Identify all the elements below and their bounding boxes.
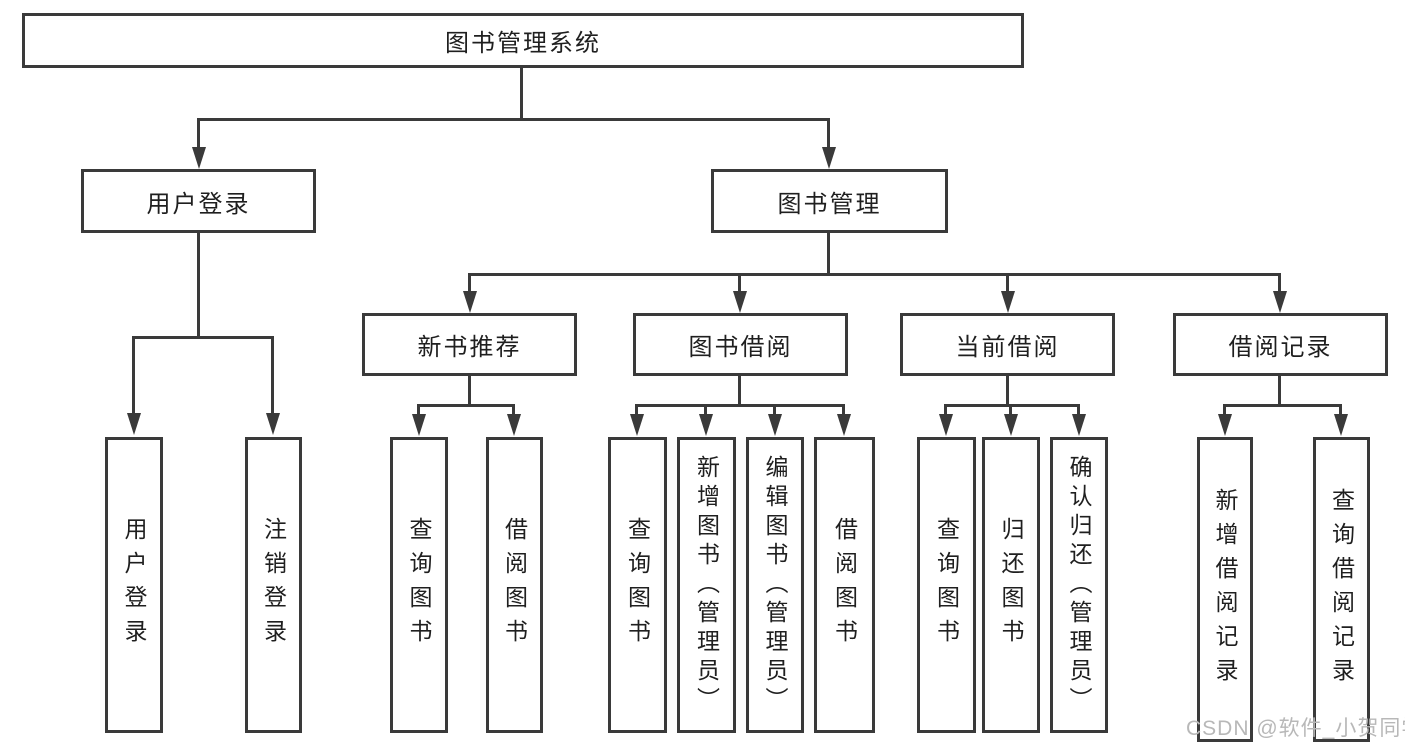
connector-line — [1223, 404, 1226, 417]
leaf-record-query: 查询借阅记录 — [1313, 437, 1370, 742]
leaf-recommend-borrow-book: 借阅图书 — [486, 437, 543, 733]
connector-line — [827, 118, 830, 150]
connector-line — [1278, 273, 1281, 294]
leaf-current-return-book: 归还图书 — [982, 437, 1040, 733]
arrow-down-icon — [192, 147, 206, 169]
connector-line — [132, 336, 274, 339]
connector-line — [1077, 404, 1080, 417]
connector-line — [512, 404, 515, 417]
node-book-borrow: 图书借阅 — [633, 313, 848, 376]
node-new-book-recommend: 新书推荐 — [362, 313, 577, 376]
arrow-down-icon — [1334, 414, 1348, 436]
arrow-down-icon — [266, 413, 280, 435]
connector-line — [132, 336, 135, 415]
node-book-management: 图书管理 — [711, 169, 948, 233]
connector-line — [635, 404, 845, 407]
node-root: 图书管理系统 — [22, 13, 1024, 68]
arrow-down-icon — [768, 414, 782, 436]
connector-line — [773, 404, 776, 417]
connector-line — [827, 233, 830, 273]
arrow-down-icon — [1273, 291, 1287, 313]
leaf-borrow-borrow-book: 借阅图书 — [814, 437, 875, 733]
leaf-user-login: 用户登录 — [105, 437, 163, 733]
arrow-down-icon — [699, 414, 713, 436]
leaf-borrow-add-book: 新增图书（管理员） — [677, 437, 736, 733]
arrow-down-icon — [837, 414, 851, 436]
node-user-login: 用户登录 — [81, 169, 316, 233]
connector-line — [1009, 404, 1012, 417]
arrow-down-icon — [463, 291, 477, 313]
connector-line — [738, 375, 741, 404]
connector-line — [1006, 273, 1009, 294]
leaf-current-confirm-return: 确认归还（管理员） — [1050, 437, 1108, 733]
node-borrow-record: 借阅记录 — [1173, 313, 1388, 376]
connector-line — [468, 273, 1281, 276]
leaf-logout: 注销登录 — [245, 437, 302, 733]
arrow-down-icon — [1004, 414, 1018, 436]
arrow-down-icon — [1001, 291, 1015, 313]
connector-line — [944, 404, 1080, 407]
leaf-current-query-book: 查询图书 — [917, 437, 976, 733]
connector-line — [1339, 404, 1342, 417]
arrow-down-icon — [822, 147, 836, 169]
connector-line — [842, 404, 845, 417]
connector-line — [1223, 404, 1342, 407]
arrow-down-icon — [412, 414, 426, 436]
arrow-down-icon — [1218, 414, 1232, 436]
leaf-borrow-edit-book: 编辑图书（管理员） — [746, 437, 804, 733]
arrow-down-icon — [733, 291, 747, 313]
leaf-record-add: 新增借阅记录 — [1197, 437, 1253, 742]
connector-line — [1006, 375, 1009, 404]
connector-line — [417, 404, 420, 417]
arrow-down-icon — [630, 414, 644, 436]
connector-line — [1278, 375, 1281, 404]
leaf-borrow-query-book: 查询图书 — [608, 437, 667, 733]
arrow-down-icon — [507, 414, 521, 436]
arrow-down-icon — [939, 414, 953, 436]
connector-line — [738, 273, 741, 294]
watermark: CSDN @软件_小贺同学 — [1186, 717, 1405, 740]
connector-line — [197, 118, 200, 150]
connector-line — [520, 68, 523, 118]
leaf-recommend-query-book: 查询图书 — [390, 437, 448, 733]
node-current-borrow: 当前借阅 — [900, 313, 1115, 376]
arrow-down-icon — [1072, 414, 1086, 436]
connector-line — [197, 118, 830, 121]
connector-line — [271, 336, 274, 415]
arrow-down-icon — [127, 413, 141, 435]
connector-line — [704, 404, 707, 417]
connector-line — [197, 233, 200, 336]
connector-line — [468, 273, 471, 294]
connector-line — [417, 404, 515, 407]
connector-line — [468, 375, 471, 404]
connector-line — [635, 404, 638, 417]
connector-line — [944, 404, 947, 417]
